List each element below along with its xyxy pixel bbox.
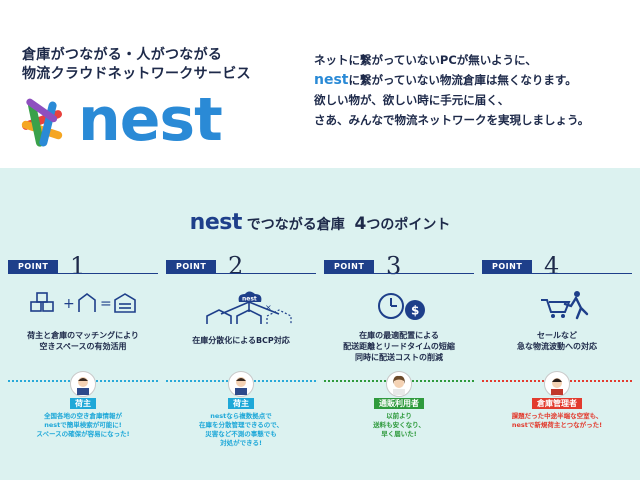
user-voice-line: nestで簡単検索が可能に! — [8, 421, 158, 430]
nest-logo-wordmark: nest — [78, 85, 223, 155]
point-description-line: 在庫の最適配置による — [359, 331, 439, 340]
intro-brand: nest — [314, 72, 349, 88]
user-voice-line: 全国各地の空き倉庫情報が — [44, 412, 122, 420]
point-description-line: 荷主と倉庫のマッチングにより — [27, 331, 139, 340]
shipper-avatar — [228, 371, 254, 397]
point-card-2: POINT 2 nest × 在庫分散化によるBCP対応 荷主 nestなら複数… — [166, 252, 316, 478]
shipper-avatar — [70, 371, 96, 397]
user-voice-brand: nest — [44, 421, 61, 429]
nest-logo-icon — [21, 98, 63, 147]
point-card-1: POINT 1 + = 荷主と倉庫のマッチングにより 空きスペースの有効活用 荷… — [8, 252, 158, 478]
point-card-3: POINT 3 $ 在庫の最適配置による 配送距離とリードタイムの短縮 同時に配… — [324, 252, 474, 478]
user-voice-brand: nest — [511, 421, 528, 429]
user-voice: nestなら複数拠点で 在庫を分散管理できるので、 災害など不測の事態でも 対処… — [166, 412, 316, 448]
clock-coin-icon: $ — [378, 293, 425, 320]
point-description-line: 在庫分散化によるBCP対応 — [192, 336, 290, 345]
user-voice-line: 早く届いた! — [381, 430, 417, 438]
tagline-line-2: 物流クラウドネットワークサービス — [22, 66, 251, 82]
point-number: 1 — [70, 252, 86, 280]
point-tab: POINT — [166, 260, 217, 274]
boxes-plus-house-equals-warehouse-icon: + = — [30, 292, 136, 313]
cloud-warehouses-icon: nest × — [206, 291, 292, 324]
online-shopper-avatar — [386, 371, 412, 397]
user-voice-line: 以前より — [386, 412, 412, 420]
point-description-line: 空きスペースの有効活用 — [39, 342, 127, 351]
user-voice-line: スペースの確保が容易になった! — [36, 430, 130, 438]
tagline: 倉庫がつながる・人がつながる 物流クラウドネットワークサービス — [22, 46, 251, 84]
intro-line-1: ネットに繋がっていないPCが無いように、 — [314, 53, 537, 67]
tagline-line-1: 倉庫がつながる・人がつながる — [22, 47, 223, 63]
person-icon — [551, 378, 563, 395]
intro-line-3: 欲しい物が、欲しい時に手元に届く、 — [314, 93, 510, 107]
section-title-mid: でつながる倉庫 — [246, 217, 345, 233]
point-tab: POINT — [482, 260, 533, 274]
intro-text: ネットに繋がっていないPCが無いように、 nestに繋がっていない物流倉庫は無く… — [314, 50, 634, 130]
role-label: 荷主 — [8, 391, 158, 410]
role-badge: 荷主 — [70, 398, 96, 409]
point-description: 在庫分散化によるBCP対応 — [166, 330, 316, 346]
intro-line-2-rest: に繋がっていない物流倉庫は無くなります。 — [348, 73, 577, 87]
role-label: 通販利用者 — [324, 391, 474, 410]
point-description-line: 同時に配送コストの削減 — [355, 353, 443, 362]
user-voice-line: 対処ができる! — [220, 439, 262, 447]
role-label: 荷主 — [166, 391, 316, 410]
point-tab: POINT — [324, 260, 375, 274]
svg-text:×: × — [265, 303, 272, 312]
card-divider — [482, 273, 632, 274]
points-section: nest でつながる倉庫 4つのポイント POINT 1 + = 荷主と倉庫のマ… — [0, 168, 640, 480]
user-voice-line: nestで新規荷主とつながった! — [482, 421, 632, 430]
cloud-label: nest — [242, 296, 257, 303]
role-badge: 倉庫管理者 — [532, 398, 582, 409]
point-tab: POINT — [8, 260, 59, 274]
point-description-line: 配送距離とリードタイムの短縮 — [343, 342, 455, 351]
section-title-brand: nest — [189, 210, 243, 235]
point-number: 4 — [544, 252, 560, 280]
user-voice-line: 課題だった中途半端な空室も、 — [511, 412, 603, 420]
header-area: 倉庫がつながる・人がつながる 物流クラウドネットワークサービス nest ネット… — [0, 0, 640, 168]
user-voice: 以前より 送料も安くなり、 早く届いた! — [324, 412, 474, 439]
user-voice-rest: なら複数拠点で — [226, 412, 272, 420]
user-voice-line: nestなら複数拠点で — [166, 412, 316, 421]
role-badge: 通販利用者 — [374, 398, 424, 409]
card-divider — [8, 273, 158, 274]
point-description-line: セールなど — [537, 331, 577, 340]
user-voice-line: 災害など不測の事態でも — [205, 430, 277, 438]
person-icon — [235, 377, 247, 395]
section-title-count: 4 — [354, 214, 367, 234]
point-card-4: POINT 4 セールなど 急な物流波動への対応 倉庫管理者 課題だった中途半端… — [482, 252, 632, 478]
person-icon — [77, 377, 89, 395]
role-label: 倉庫管理者 — [482, 391, 632, 410]
person-icon — [393, 375, 405, 395]
role-badge: 荷主 — [228, 398, 254, 409]
point-description: 荷主と倉庫のマッチングにより 空きスペースの有効活用 — [8, 330, 158, 352]
section-title: nest でつながる倉庫 4つのポイント — [0, 210, 640, 235]
intro-line-2: nestに繋がっていない物流倉庫は無くなります。 — [314, 70, 634, 90]
user-voice-brand: nest — [210, 412, 227, 420]
running-cart-icon — [541, 291, 589, 320]
user-voice-line: 送料も安くなり、 — [373, 421, 425, 429]
card-divider — [166, 273, 316, 274]
user-voice: 課題だった中途半端な空室も、 nestで新規荷主とつながった! — [482, 412, 632, 430]
section-title-end: つのポイント — [366, 217, 451, 233]
point-description-line: 急な物流波動への対応 — [517, 342, 597, 351]
point-description: 在庫の最適配置による 配送距離とリードタイムの短縮 同時に配送コストの削減 — [324, 330, 474, 363]
intro-line-4: さあ、みんなで物流ネットワークを実現しましょう。 — [314, 113, 590, 127]
point-description: セールなど 急な物流波動への対応 — [482, 330, 632, 352]
user-voice-line: 在庫を分散管理できるので、 — [198, 421, 284, 429]
user-voice-rest: で新規荷主とつながった! — [527, 421, 603, 429]
warehouse-manager-avatar — [544, 371, 570, 397]
user-voice: 全国各地の空き倉庫情報が nestで簡単検索が可能に! スペースの確保が容易にな… — [8, 412, 158, 439]
user-voice-rest: で簡単検索が可能に! — [60, 421, 122, 429]
svg-text:+: + — [63, 296, 75, 312]
point-number: 2 — [228, 252, 244, 280]
card-divider — [324, 273, 474, 274]
point-number: 3 — [386, 252, 402, 280]
svg-text:$: $ — [411, 304, 419, 318]
svg-text:=: = — [100, 296, 112, 312]
